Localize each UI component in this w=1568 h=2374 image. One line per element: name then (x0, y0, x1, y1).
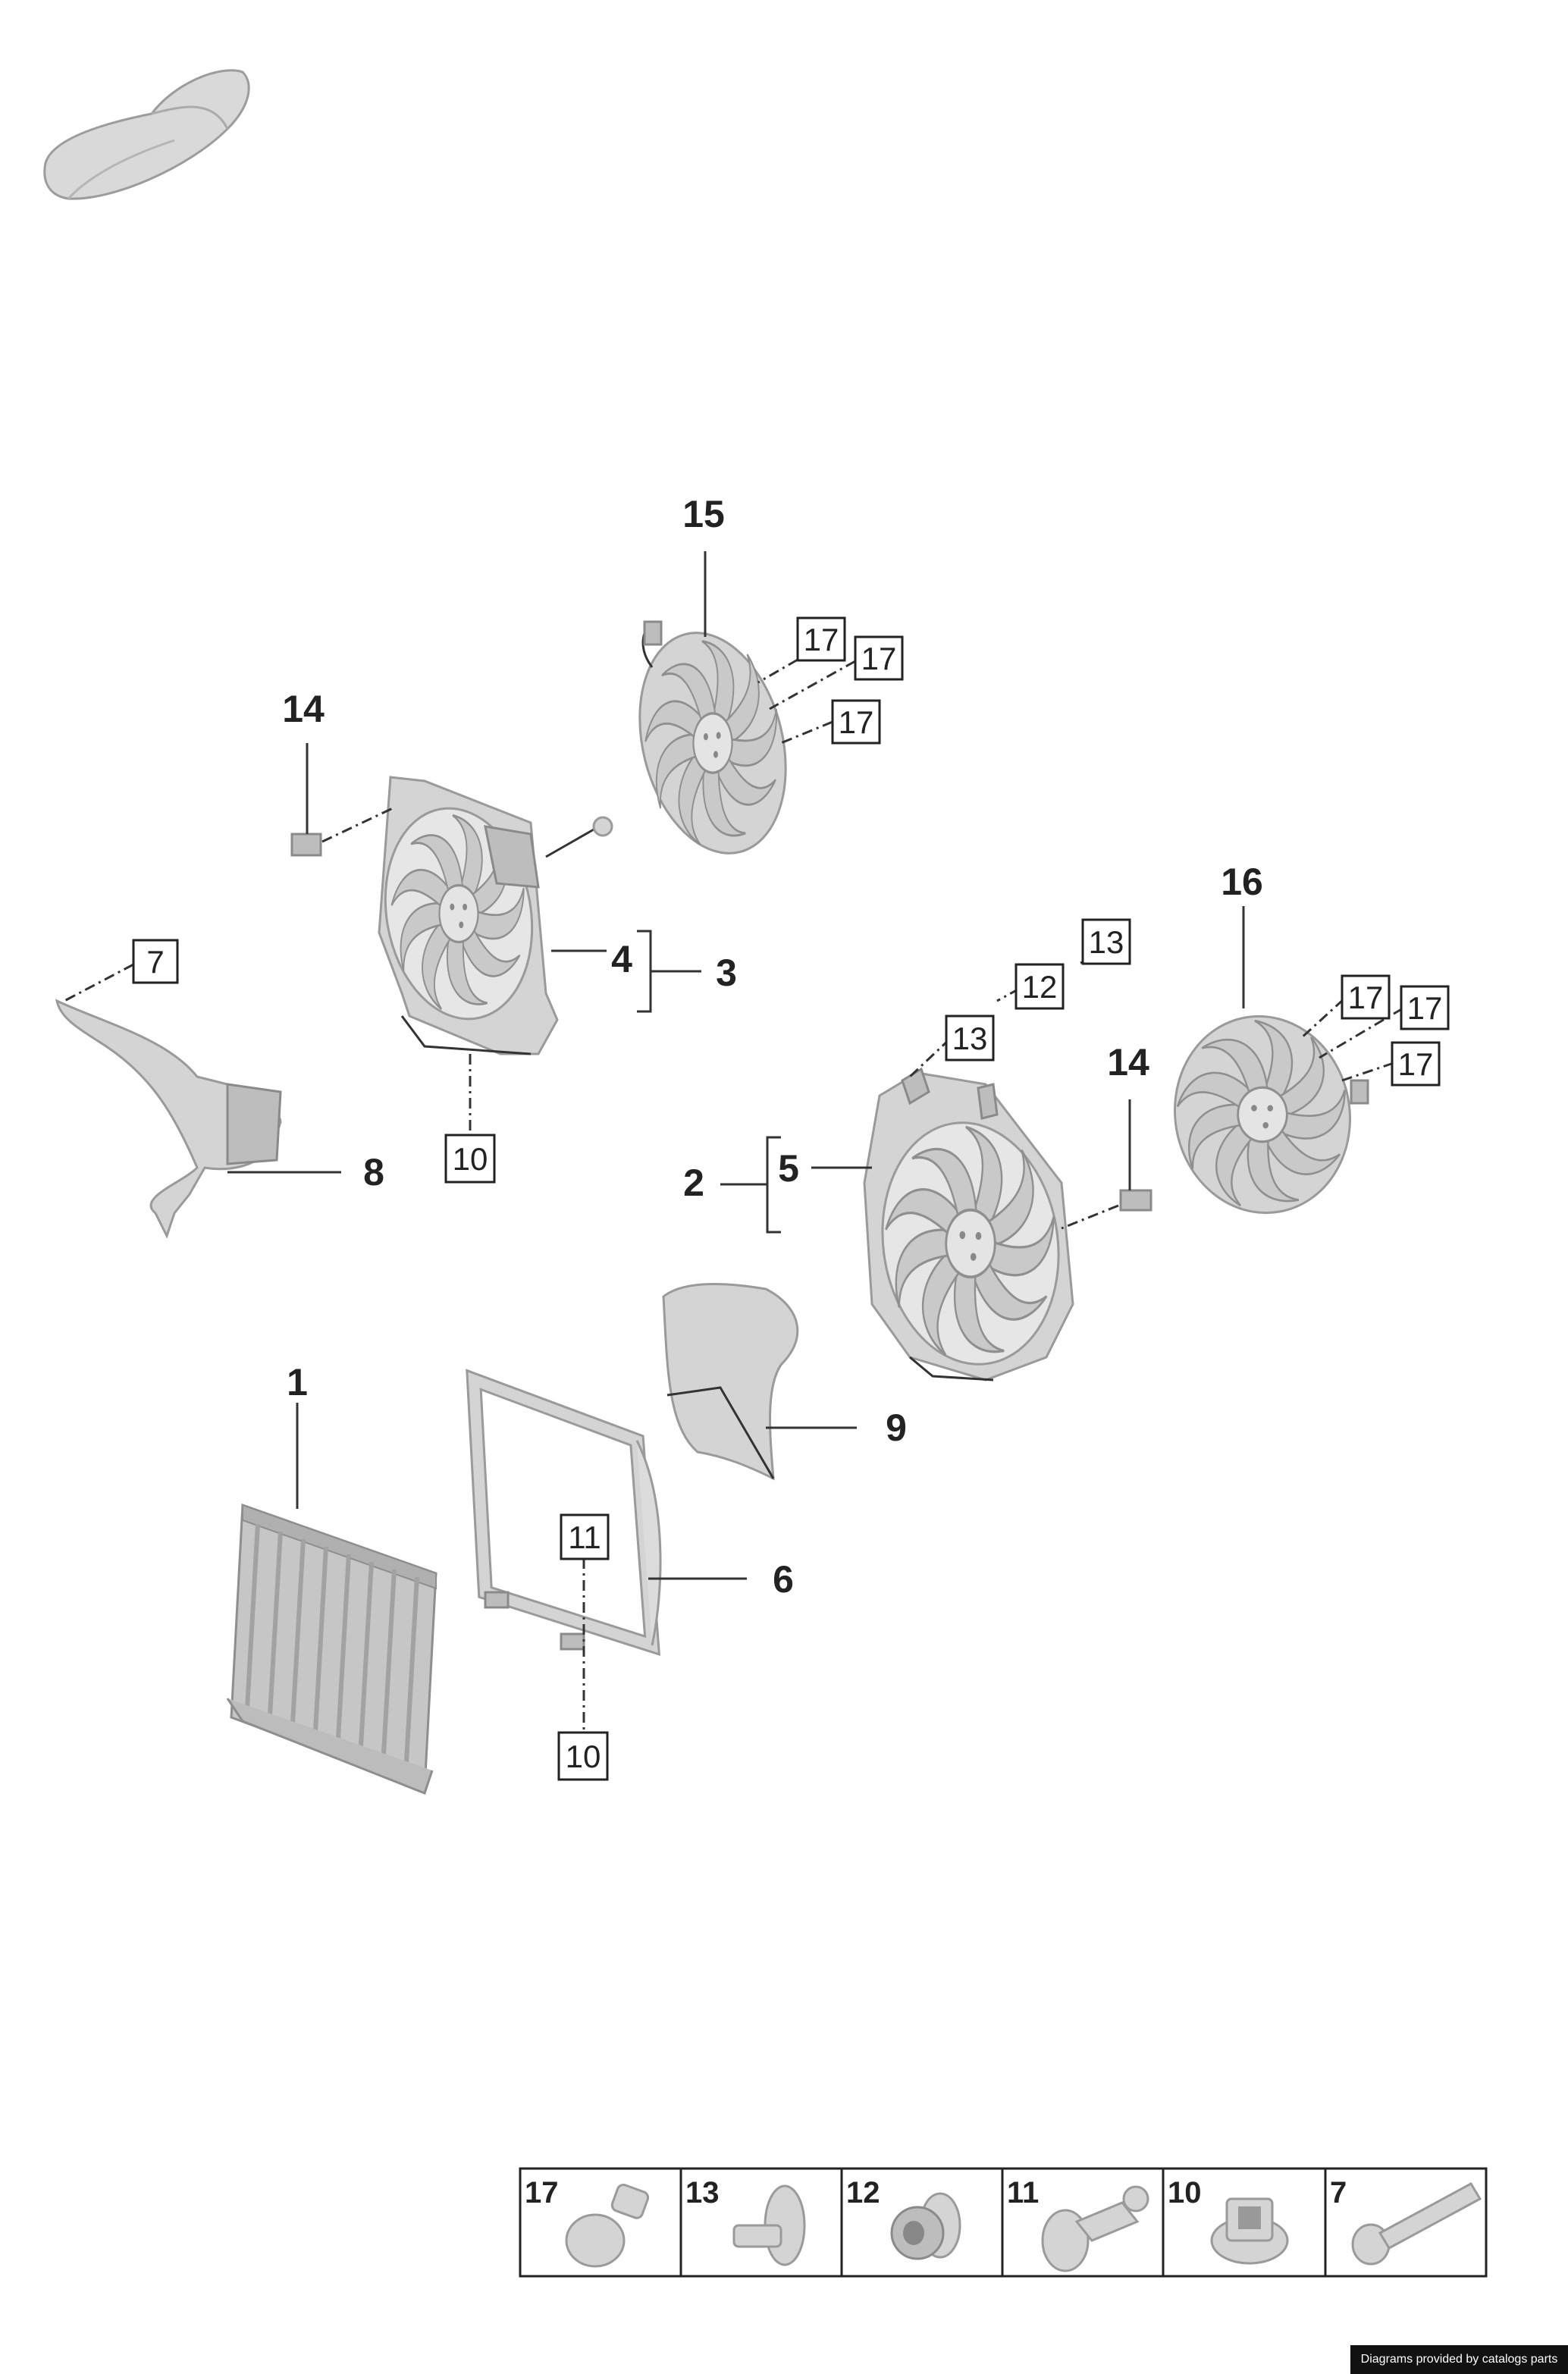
legend-number-13: 13 (685, 2176, 720, 2209)
fan-shroud-4 (373, 776, 613, 1055)
boxed-labels: 17 17 17 7 10 13 12 13 17 17 17 11 10 (132, 616, 1450, 1781)
box-label-17-f: 17 (1398, 1046, 1434, 1082)
air-duct-8 (55, 999, 282, 1239)
grommet-icon (890, 2192, 961, 2260)
box-label-17-b: 17 (861, 641, 897, 676)
box-label-12: 12 (1022, 969, 1058, 1005)
callout-1: 1 (287, 1361, 308, 1403)
box-label-11: 11 (568, 1519, 601, 1555)
callouts: 15 14 4 3 8 16 14 2 5 9 1 6 (282, 493, 1263, 1601)
box-label-17-c: 17 (839, 704, 874, 740)
fan-shroud-5 (863, 1067, 1074, 1389)
callout-6: 6 (773, 1558, 794, 1601)
leader-lines (227, 551, 1245, 1580)
callout-5: 5 (778, 1147, 799, 1190)
resistor-14-lower (1119, 1189, 1152, 1212)
callout-8: 8 (363, 1151, 384, 1193)
radiator-frame-6 (466, 1369, 662, 1657)
radiator-1 (226, 1503, 437, 1795)
legend-number-12: 12 (846, 2176, 880, 2209)
clip-nut-icon (1210, 2197, 1289, 2265)
resistor-14-upper (290, 833, 322, 857)
callout-16: 16 (1221, 861, 1263, 903)
callout-14-upper: 14 (282, 688, 325, 730)
callout-14-lower: 14 (1107, 1041, 1149, 1084)
stud-icon (732, 2184, 806, 2266)
box-label-17-e: 17 (1407, 990, 1443, 1026)
box-label-10-lower: 10 (566, 1739, 601, 1774)
fan-wheel-16 (1154, 999, 1369, 1235)
legend-number-7: 7 (1330, 2176, 1347, 2209)
expanding-rivet-icon (1041, 2185, 1149, 2272)
callout-9: 9 (886, 1407, 907, 1449)
callout-4: 4 (611, 938, 632, 980)
box-label-17-a: 17 (804, 622, 839, 657)
legend-number-10: 10 (1168, 2176, 1202, 2209)
callout-2: 2 (683, 1162, 704, 1204)
box-label-13-b: 13 (952, 1021, 988, 1056)
air-duct-9 (662, 1282, 799, 1481)
bolt-icon (565, 2183, 650, 2268)
fan-wheel-15 (623, 610, 801, 881)
hardware-legend: 17 13 12 11 10 7 (519, 2167, 1488, 2278)
attribution-footer: Diagrams provided by catalogs parts (1350, 2345, 1568, 2374)
box-label-13-a: 13 (1089, 924, 1124, 960)
legend-number-17: 17 (525, 2176, 559, 2209)
box-label-7: 7 (146, 944, 164, 980)
vehicle-thumbnail (43, 69, 250, 200)
callout-15: 15 (682, 493, 725, 535)
long-bolt-icon (1351, 2181, 1482, 2266)
box-label-10-upper: 10 (453, 1141, 488, 1177)
box-label-17-d: 17 (1348, 980, 1384, 1015)
legend-number-11: 11 (1007, 2176, 1039, 2209)
callout-3: 3 (716, 952, 737, 994)
